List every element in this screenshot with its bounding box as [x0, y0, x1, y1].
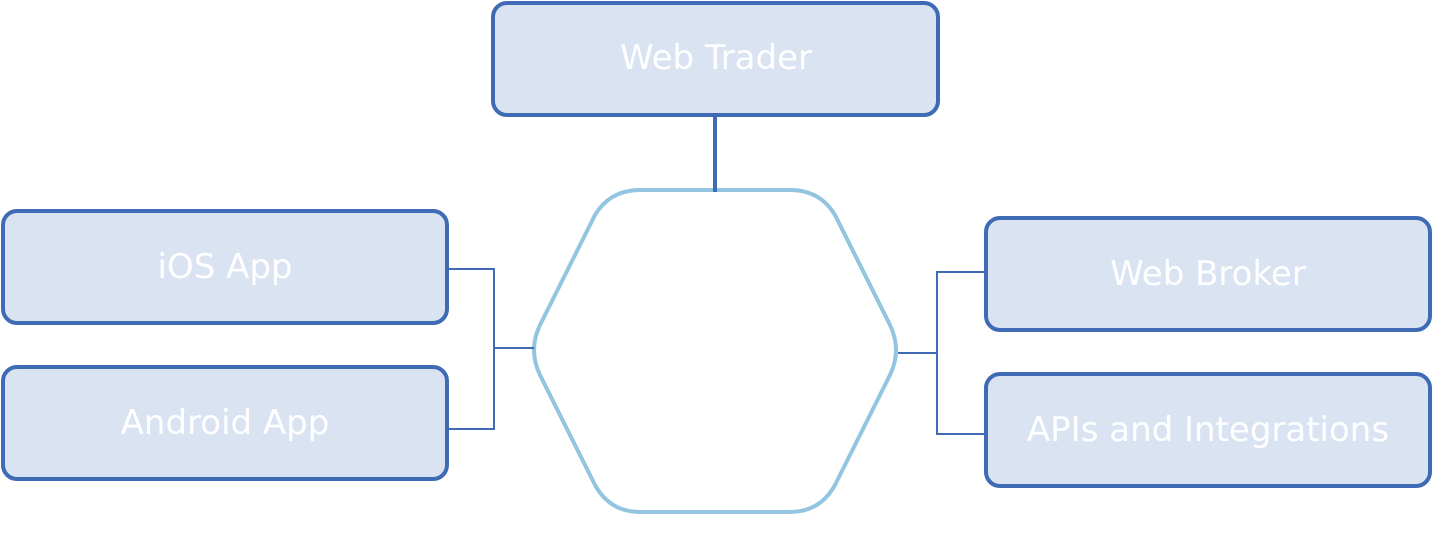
node-web-trader[interactable]: Web Trader: [491, 1, 940, 117]
node-ios-app-box: [1, 209, 449, 325]
node-web-broker-label: Web Broker: [1110, 254, 1306, 294]
node-android-app[interactable]: Android App: [1, 365, 449, 481]
connector-left-bracket: [448, 268, 534, 430]
connector-right-bracket: [898, 271, 985, 435]
node-android-app-box: [1, 365, 449, 481]
node-apis-integrations-box: [984, 372, 1432, 488]
node-web-broker-box: [984, 216, 1432, 332]
node-web-trader-label: Web Trader: [620, 38, 812, 78]
node-apis-integrations-label: APIs and Integrations: [1027, 410, 1389, 450]
node-ios-app[interactable]: iOS App: [1, 209, 449, 325]
node-web-trader-box: [491, 1, 940, 117]
node-apis-integrations[interactable]: APIs and Integrations: [984, 372, 1432, 488]
node-ios-app-label: iOS App: [157, 247, 292, 287]
central-hub-hexagon: [532, 188, 898, 514]
node-android-app-label: Android App: [121, 403, 330, 443]
node-web-broker[interactable]: Web Broker: [984, 216, 1432, 332]
